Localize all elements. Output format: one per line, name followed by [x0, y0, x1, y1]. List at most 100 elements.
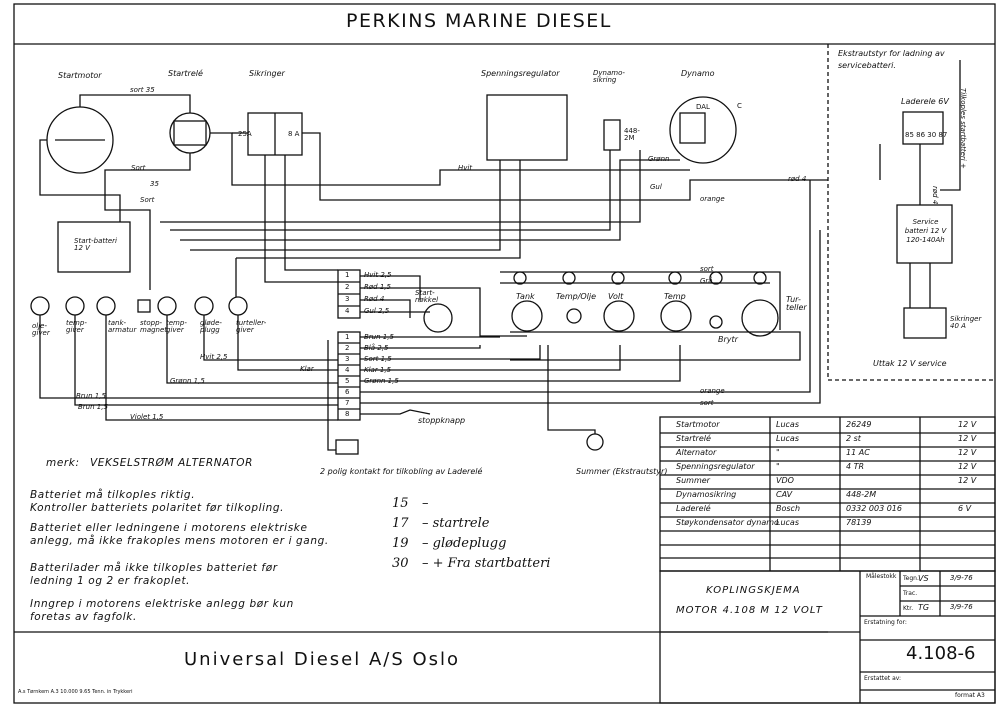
wire-label: Violet 1,5 [130, 413, 164, 421]
stoppmagnet-label: stopp-magnet [140, 319, 168, 334]
terminal-number: 1 [345, 271, 350, 279]
tank-gauge [511, 300, 543, 332]
note-line: ledning 1 og 2 er frakoplet. [30, 575, 191, 587]
erstattet-label: Erstattet av: [864, 675, 901, 682]
wire-label: sort [700, 399, 714, 407]
tankarmatur-symbol [96, 296, 116, 316]
tankarmatur-label: tank-armatur [108, 319, 137, 334]
temp-label: Temp [664, 292, 686, 301]
turteller-label: Tur-teller [786, 295, 807, 312]
note-line: Batteriet må tilkoples riktig. [30, 489, 196, 501]
parts-make: Bosch [776, 504, 801, 513]
tegn-label: Tegn. [903, 575, 919, 582]
sikringer40-symbol [903, 307, 947, 339]
wire-label: Grønn 1,5 [170, 377, 205, 385]
terminal-wire-label: Klar 1,5 [364, 366, 392, 374]
wire-label: Brun 1,5 [76, 392, 106, 400]
startnokkel-symbol [423, 303, 453, 333]
glodeplugg-label: gløde-plugg [200, 319, 222, 334]
note-line: anlegg, må ikke frakoples mens motoren e… [30, 535, 329, 547]
parts-volt: 12 V [958, 476, 977, 485]
dynamosikring-label: Dynamo-sikring [593, 69, 625, 84]
parts-volt: 12 V [958, 420, 977, 429]
startbatteri-label: Start-batteri 12 V [74, 237, 117, 252]
wire-label: sort 35 [130, 86, 155, 94]
summer-symbol [586, 433, 604, 451]
wire-label: 25A [238, 130, 252, 138]
sheet-border [13, 3, 996, 704]
wire-label: Brun 1,5 [78, 403, 108, 411]
startnokkel-label: Start-nøkkel [415, 289, 439, 304]
drawing-title-1: KOPLINGSKJEMA [706, 585, 801, 596]
ktr-label: Ktr. [903, 605, 914, 612]
handwritten-code: 15 [392, 496, 409, 511]
oljegiver-symbol [30, 296, 50, 316]
handwritten-code: 19 [392, 536, 409, 551]
turtellergiver-label: turteller-giver [236, 319, 267, 334]
parts-make: Lucas [776, 420, 799, 429]
handwritten-text: – + Fra startbatteri [422, 556, 551, 571]
terminal-wire-label: Sort 1,5 [364, 355, 392, 363]
dynamo-label: Dynamo [681, 69, 715, 78]
tempolje-label: Temp/Olje [556, 292, 597, 301]
drawing-title-2: MOTOR 4.108 M 12 VOLT [676, 605, 823, 616]
drawing-number: 4.108-6 [906, 643, 976, 664]
malestokk-label: Målestokk [866, 573, 897, 580]
parts-number: 11 AC [846, 448, 870, 457]
note-line: foretas av fagfolk. [30, 611, 137, 623]
wire-label: Sort [140, 196, 155, 204]
wire-label: sort [700, 265, 714, 273]
servicebatteri-label: Service batteri 12 V 120-140Ah [904, 218, 947, 245]
parts-number: 26249 [846, 420, 872, 429]
uttak-label: Uttak 12 V service [873, 359, 947, 368]
parts-name: Spenningsregulator [676, 462, 755, 471]
parts-make: Lucas [776, 434, 799, 443]
terminal-number: 2 [345, 283, 350, 291]
terminal-number: 3 [345, 295, 350, 303]
terminal-wire-label: Rød 1,5 [364, 283, 391, 291]
wire-label: DAL [696, 103, 710, 111]
wire-label: Hvit 2,5 [200, 353, 228, 361]
temp-gauge [660, 300, 692, 332]
tempgiver-label: temp-giver [66, 319, 87, 334]
wire-label: Grå [700, 277, 713, 285]
terminal-number: 2 [345, 344, 350, 352]
terminal-number: 3 [345, 355, 350, 363]
merk-label: merk: [46, 457, 80, 469]
tempolje-lamp [566, 308, 582, 324]
laderele-symbol [902, 111, 944, 145]
extras-rod4-label: rød 4 [931, 186, 939, 205]
terminal-number: 1 [345, 333, 350, 341]
terminal-number: 8 [345, 410, 350, 418]
parts-make: " [776, 448, 780, 457]
terminal-number: 7 [345, 399, 350, 407]
kontakt-symbol [335, 439, 359, 455]
extras-title: Ekstrautstyr for ladning av servicebatte… [838, 49, 945, 70]
handwritten-text: – startrele [422, 516, 490, 531]
startrele-label: Startrelé [168, 69, 203, 78]
parts-volt: 12 V [958, 462, 977, 471]
brytr-switch [709, 315, 723, 329]
parts-name: Summer [676, 476, 710, 485]
parts-make: " [776, 462, 780, 471]
wire-label: Hvit [458, 164, 473, 172]
wire-label: C [737, 102, 742, 110]
terminal-number: 5 [345, 377, 350, 385]
wire-label: rød 4 [788, 175, 807, 183]
imprint: A.s Tørnkem A.3 10.000 9.65 Tenn. in Try… [18, 689, 133, 695]
dynamosikring-symbol [603, 119, 621, 151]
note-line: Kontroller batteriets polaritet før tilk… [30, 502, 285, 514]
trac-label: Trac. [903, 590, 918, 597]
wire-label: orange [700, 387, 725, 395]
wire-label: 8 A [288, 130, 300, 138]
wire-label: orange [700, 195, 725, 203]
summer-label: Summer (Ekstrautstyr) [576, 467, 668, 476]
stoppmagnet-symbol [137, 299, 151, 313]
regulator-label: Spenningsregulator [481, 69, 560, 78]
wire-label: Sort [131, 164, 146, 172]
sikringer-label: Sikringer [249, 69, 285, 78]
handwritten-text: – glødeplugg [422, 536, 507, 551]
startbatteri-symbol [57, 221, 131, 273]
volt-gauge [603, 300, 635, 332]
handwritten-code: 17 [392, 516, 409, 531]
